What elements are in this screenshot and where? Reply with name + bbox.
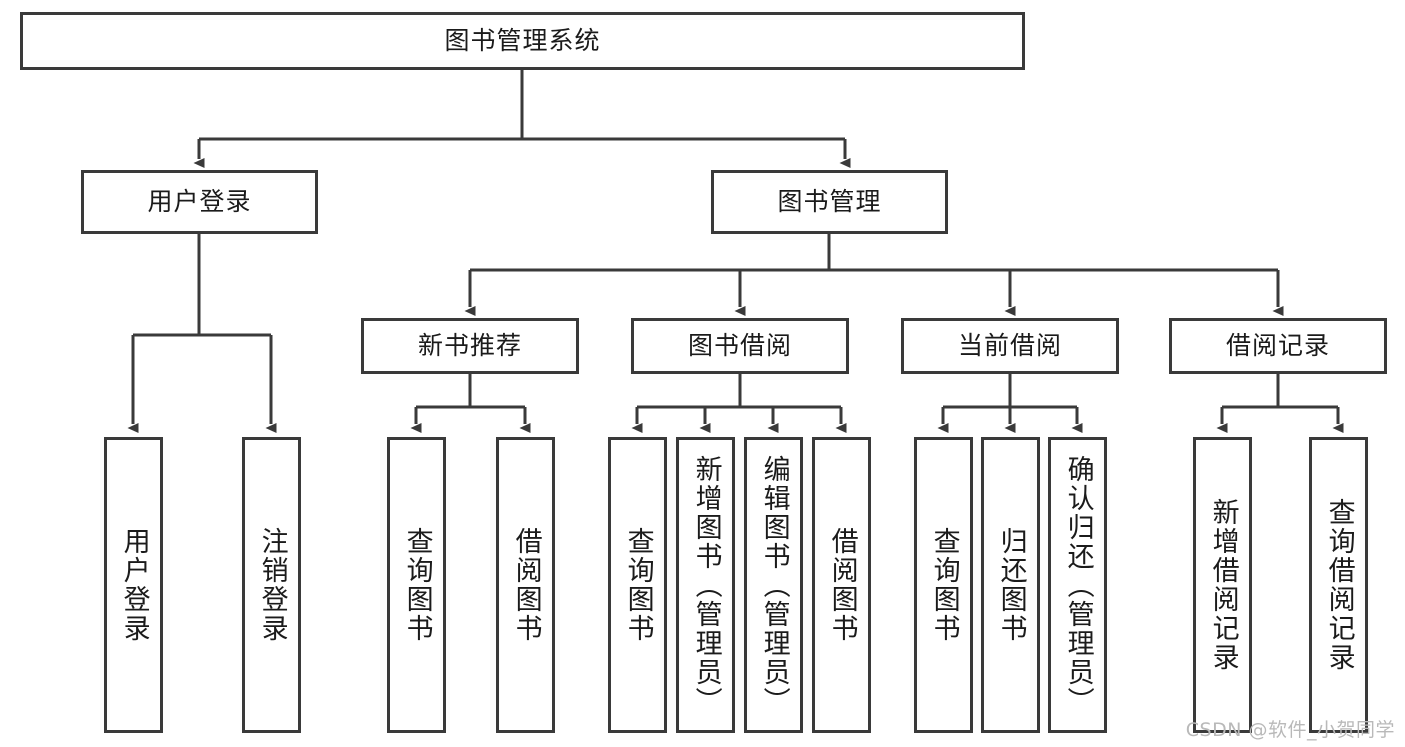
- node-label: 借阅图书: [510, 527, 542, 643]
- node-label: 查询图书: [401, 527, 433, 643]
- leaf-book-borrow-edit[interactable]: 编辑图书（管理员）: [744, 437, 803, 733]
- node-label: 确认归还（管理员）: [1062, 454, 1094, 716]
- node-root-book-management-system[interactable]: 图书管理系统: [20, 12, 1025, 70]
- node-label: 查询图书: [928, 527, 960, 643]
- node-label: 当前借阅: [957, 331, 1062, 361]
- node-label: 查询借阅记录: [1323, 498, 1355, 672]
- watermark: CSDN @软件_小贺同学: [1185, 719, 1395, 741]
- leaf-borrow-record-query[interactable]: 查询借阅记录: [1309, 437, 1368, 733]
- node-label: 图书借阅: [687, 331, 792, 361]
- node-label: 图书管理系统: [444, 26, 601, 56]
- leaf-user-login-login[interactable]: 用户登录: [104, 437, 163, 733]
- leaf-new-book-borrow[interactable]: 借阅图书: [496, 437, 555, 733]
- node-label: 新书推荐: [417, 331, 522, 361]
- leaf-borrow-record-add[interactable]: 新增借阅记录: [1193, 437, 1252, 733]
- node-label: 查询图书: [622, 527, 654, 643]
- node-label: 用户登录: [118, 527, 150, 643]
- node-label: 归还图书: [995, 527, 1027, 643]
- leaf-current-borrow-return[interactable]: 归还图书: [981, 437, 1040, 733]
- node-current-borrow[interactable]: 当前借阅: [901, 318, 1119, 374]
- leaf-new-book-query[interactable]: 查询图书: [387, 437, 446, 733]
- node-label: 借阅记录: [1225, 331, 1330, 361]
- node-label: 图书管理: [777, 187, 882, 217]
- node-label: 注销登录: [256, 527, 288, 643]
- node-new-book-recommend[interactable]: 新书推荐: [361, 318, 579, 374]
- leaf-current-borrow-confirm-return[interactable]: 确认归还（管理员）: [1048, 437, 1107, 733]
- node-book-management[interactable]: 图书管理: [711, 170, 948, 234]
- leaf-book-borrow-borrow[interactable]: 借阅图书: [812, 437, 871, 733]
- node-book-borrow[interactable]: 图书借阅: [631, 318, 849, 374]
- leaf-current-borrow-query[interactable]: 查询图书: [914, 437, 973, 733]
- leaf-book-borrow-query[interactable]: 查询图书: [608, 437, 667, 733]
- node-label: 用户登录: [147, 187, 252, 217]
- node-label: 新增图书（管理员）: [690, 454, 722, 716]
- node-borrow-record[interactable]: 借阅记录: [1169, 318, 1387, 374]
- node-label: 编辑图书（管理员）: [758, 454, 790, 716]
- node-label: 新增借阅记录: [1207, 498, 1239, 672]
- node-user-login[interactable]: 用户登录: [81, 170, 318, 234]
- leaf-user-login-logout[interactable]: 注销登录: [242, 437, 301, 733]
- leaf-book-borrow-add[interactable]: 新增图书（管理员）: [676, 437, 735, 733]
- node-label: 借阅图书: [826, 527, 858, 643]
